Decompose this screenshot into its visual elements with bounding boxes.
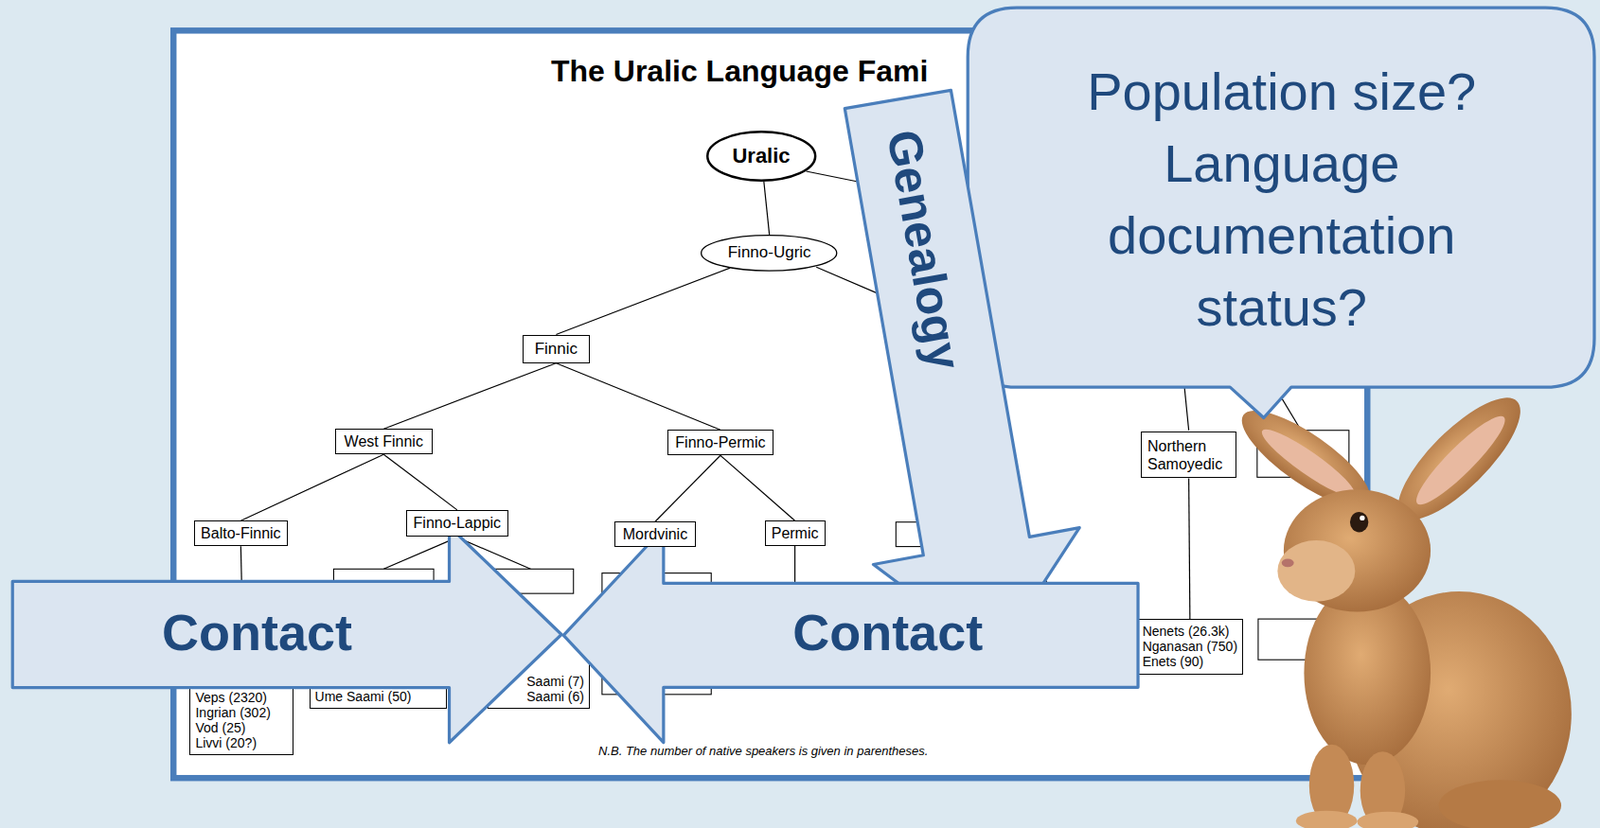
contact-arrow-shape [12,526,562,743]
tree-connector [555,363,721,431]
rabbit-ear-inner [1407,408,1513,514]
label-group: Finno-Ugric [728,243,812,263]
diagram-title: The Uralic Language Fami [551,53,928,89]
node-label: West Finnic [344,432,424,451]
node-label: Livvi (20?) [195,735,257,751]
label-group: Northern Samoyedic [1147,437,1230,474]
ellipse-shape [707,131,816,180]
branch-box: Finno-Permic [667,429,774,456]
label-group: Finno-Permic [675,433,765,452]
branch-box: West Finnic [335,428,433,455]
node-label: Language documentation status? [1035,127,1529,344]
tree-connector [1189,478,1191,620]
node-label: Saami (7) [526,674,585,690]
tree-connector [720,455,796,521]
tree-connector [383,454,458,511]
label-group: Uralic [731,143,790,169]
rabbit-illustration [1229,381,1572,828]
node-label: Permic [771,524,819,543]
tree-connector [764,181,770,235]
speech-bubble: Population size?Language documentation s… [964,4,1598,422]
diagram-caption: N.B. The number of native speakers is gi… [598,744,928,759]
label-group: Permic [771,524,819,543]
branch-box: Balto-Finnic [194,520,288,547]
node-label: Finno-Ugric [728,243,812,263]
node-label: Mordvinic [622,525,688,544]
caption-slot: N.B. The number of native speakers is gi… [598,744,928,759]
node-label: Population size? [1035,55,1529,128]
branch-box: Finnic [522,335,590,364]
rabbit-foot [1296,811,1358,828]
ellipse-shape [701,235,837,272]
node-label: Uralic [731,143,790,169]
rabbit-muzzle [1277,540,1355,603]
text-slot: Population size?Language documentation s… [1035,55,1529,344]
tree-connector [383,363,556,430]
node-label: Finno-Permic [675,433,765,452]
node-label: Ume Saami (50) [315,689,412,705]
rabbit-eye [1350,512,1369,534]
tree-connector [555,267,730,335]
genealogy-arrow-outline [840,86,1085,661]
tree-line [794,546,796,587]
node-label: Contact [161,603,353,662]
speaker-list-box: Nenets (26.3k)Nganasan (750)Enets (90) [1137,619,1244,676]
title-slot: The Uralic Language Fami [551,53,928,89]
label-group: Mordvinic [622,525,688,544]
node-label: Nenets (26.3k) [1142,623,1230,640]
contact-arrow-shape [563,528,1138,743]
node-label: Enets (90) [1142,654,1205,670]
node-label: Finno-Lappic [413,514,502,533]
node-label: Contact [792,603,983,662]
label-group: Finnic [534,339,578,359]
branch-box: Permic [764,520,826,547]
speech-bubble-shape [967,8,1595,419]
tree-connector [655,455,721,522]
contact-arrow: Contact [560,525,1141,747]
contact-arrow: Contact [9,523,565,747]
label-group: Balto-Finnic [200,524,281,543]
node-label: Veps (2320) [195,690,267,706]
node-label: Ingrian (302) [195,705,270,721]
label-group: West Finnic [344,432,424,451]
root-ellipse: Uralic [706,130,817,182]
node-label: Vod (25) [195,720,246,736]
branch-box: Finno-Lappic [406,510,509,537]
node-label: Nganasan (750) [1142,639,1238,655]
branch-ellipse: Finno-Ugric [700,234,837,272]
rabbit-foot [1356,812,1419,828]
tree-line [383,537,458,569]
node-label: Northern Samoyedic [1147,437,1230,474]
node-label: Finnic [534,339,578,359]
branch-box: Northern Samoyedic [1140,431,1237,480]
text-slot: Contact [792,603,983,662]
tree-connector [240,454,384,521]
rabbit-nose [1281,559,1295,569]
genealogy-arrow: Genealogy [840,86,1085,661]
branch-box: Mordvinic [614,521,696,548]
node-label: Balto-Finnic [200,524,281,543]
node-label: Saami (6) [526,689,585,705]
label-group: Finno-Lappic [413,514,502,533]
rabbit-eye-glint [1359,515,1365,521]
rabbit-hind-leg [1439,780,1562,828]
text-slot: Contact [161,603,353,662]
